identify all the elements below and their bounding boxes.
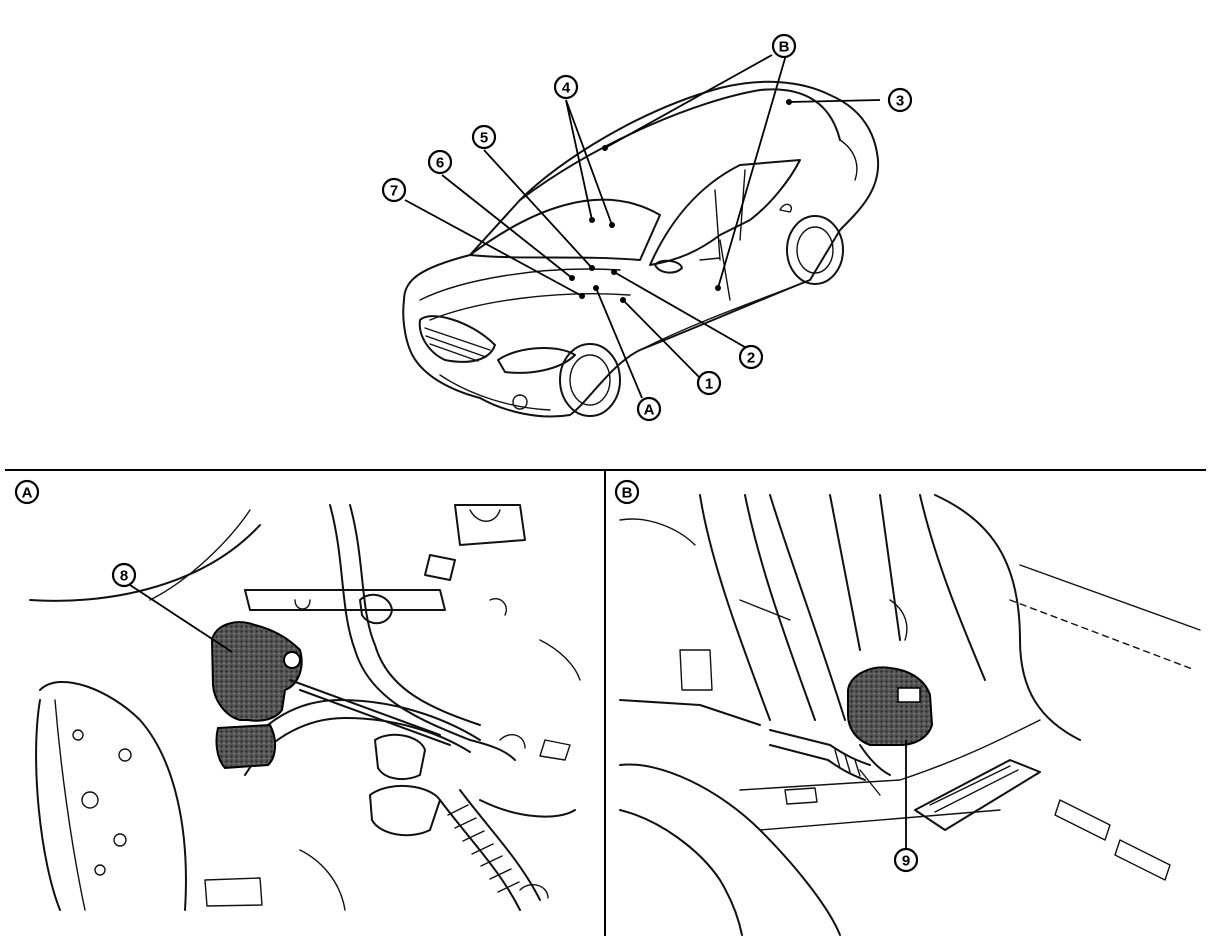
- component-8-sensor: [210, 621, 451, 770]
- svg-text:A: A: [22, 485, 33, 502]
- svg-text:5: 5: [480, 130, 488, 147]
- svg-text:8: 8: [120, 568, 128, 585]
- svg-text:2: 2: [747, 350, 755, 367]
- callout-b-top: B: [771, 33, 797, 59]
- svg-text:A: A: [644, 402, 655, 419]
- callout-5: 5: [471, 124, 497, 150]
- svg-text:4: 4: [562, 80, 571, 97]
- b-pillar-detail: [619, 494, 1201, 936]
- panel-a-label: A: [14, 479, 40, 505]
- leader-lines-top: [404, 54, 881, 399]
- component-9-module: [847, 666, 934, 776]
- panel-b-label: B: [614, 479, 640, 505]
- callout-1: 1: [696, 370, 722, 396]
- callout-7: 7: [381, 177, 407, 203]
- callout-a-top: A: [636, 396, 662, 422]
- callout-3: 3: [887, 87, 913, 113]
- callout-9: 9: [893, 847, 919, 873]
- svg-text:1: 1: [705, 376, 713, 393]
- callout-b-text: B: [779, 39, 790, 56]
- callout-6: 6: [427, 149, 453, 175]
- engine-bay-detail: [29, 504, 581, 911]
- callout-4: 4: [553, 74, 579, 100]
- car-overview: [402, 80, 880, 418]
- callout-8: 8: [111, 562, 137, 588]
- leader-8: [129, 584, 233, 653]
- svg-text:6: 6: [436, 155, 444, 172]
- svg-text:9: 9: [902, 853, 910, 870]
- svg-text:B: B: [622, 485, 633, 502]
- callout-2: 2: [738, 344, 764, 370]
- svg-text:3: 3: [896, 93, 904, 110]
- svg-text:7: 7: [390, 183, 398, 200]
